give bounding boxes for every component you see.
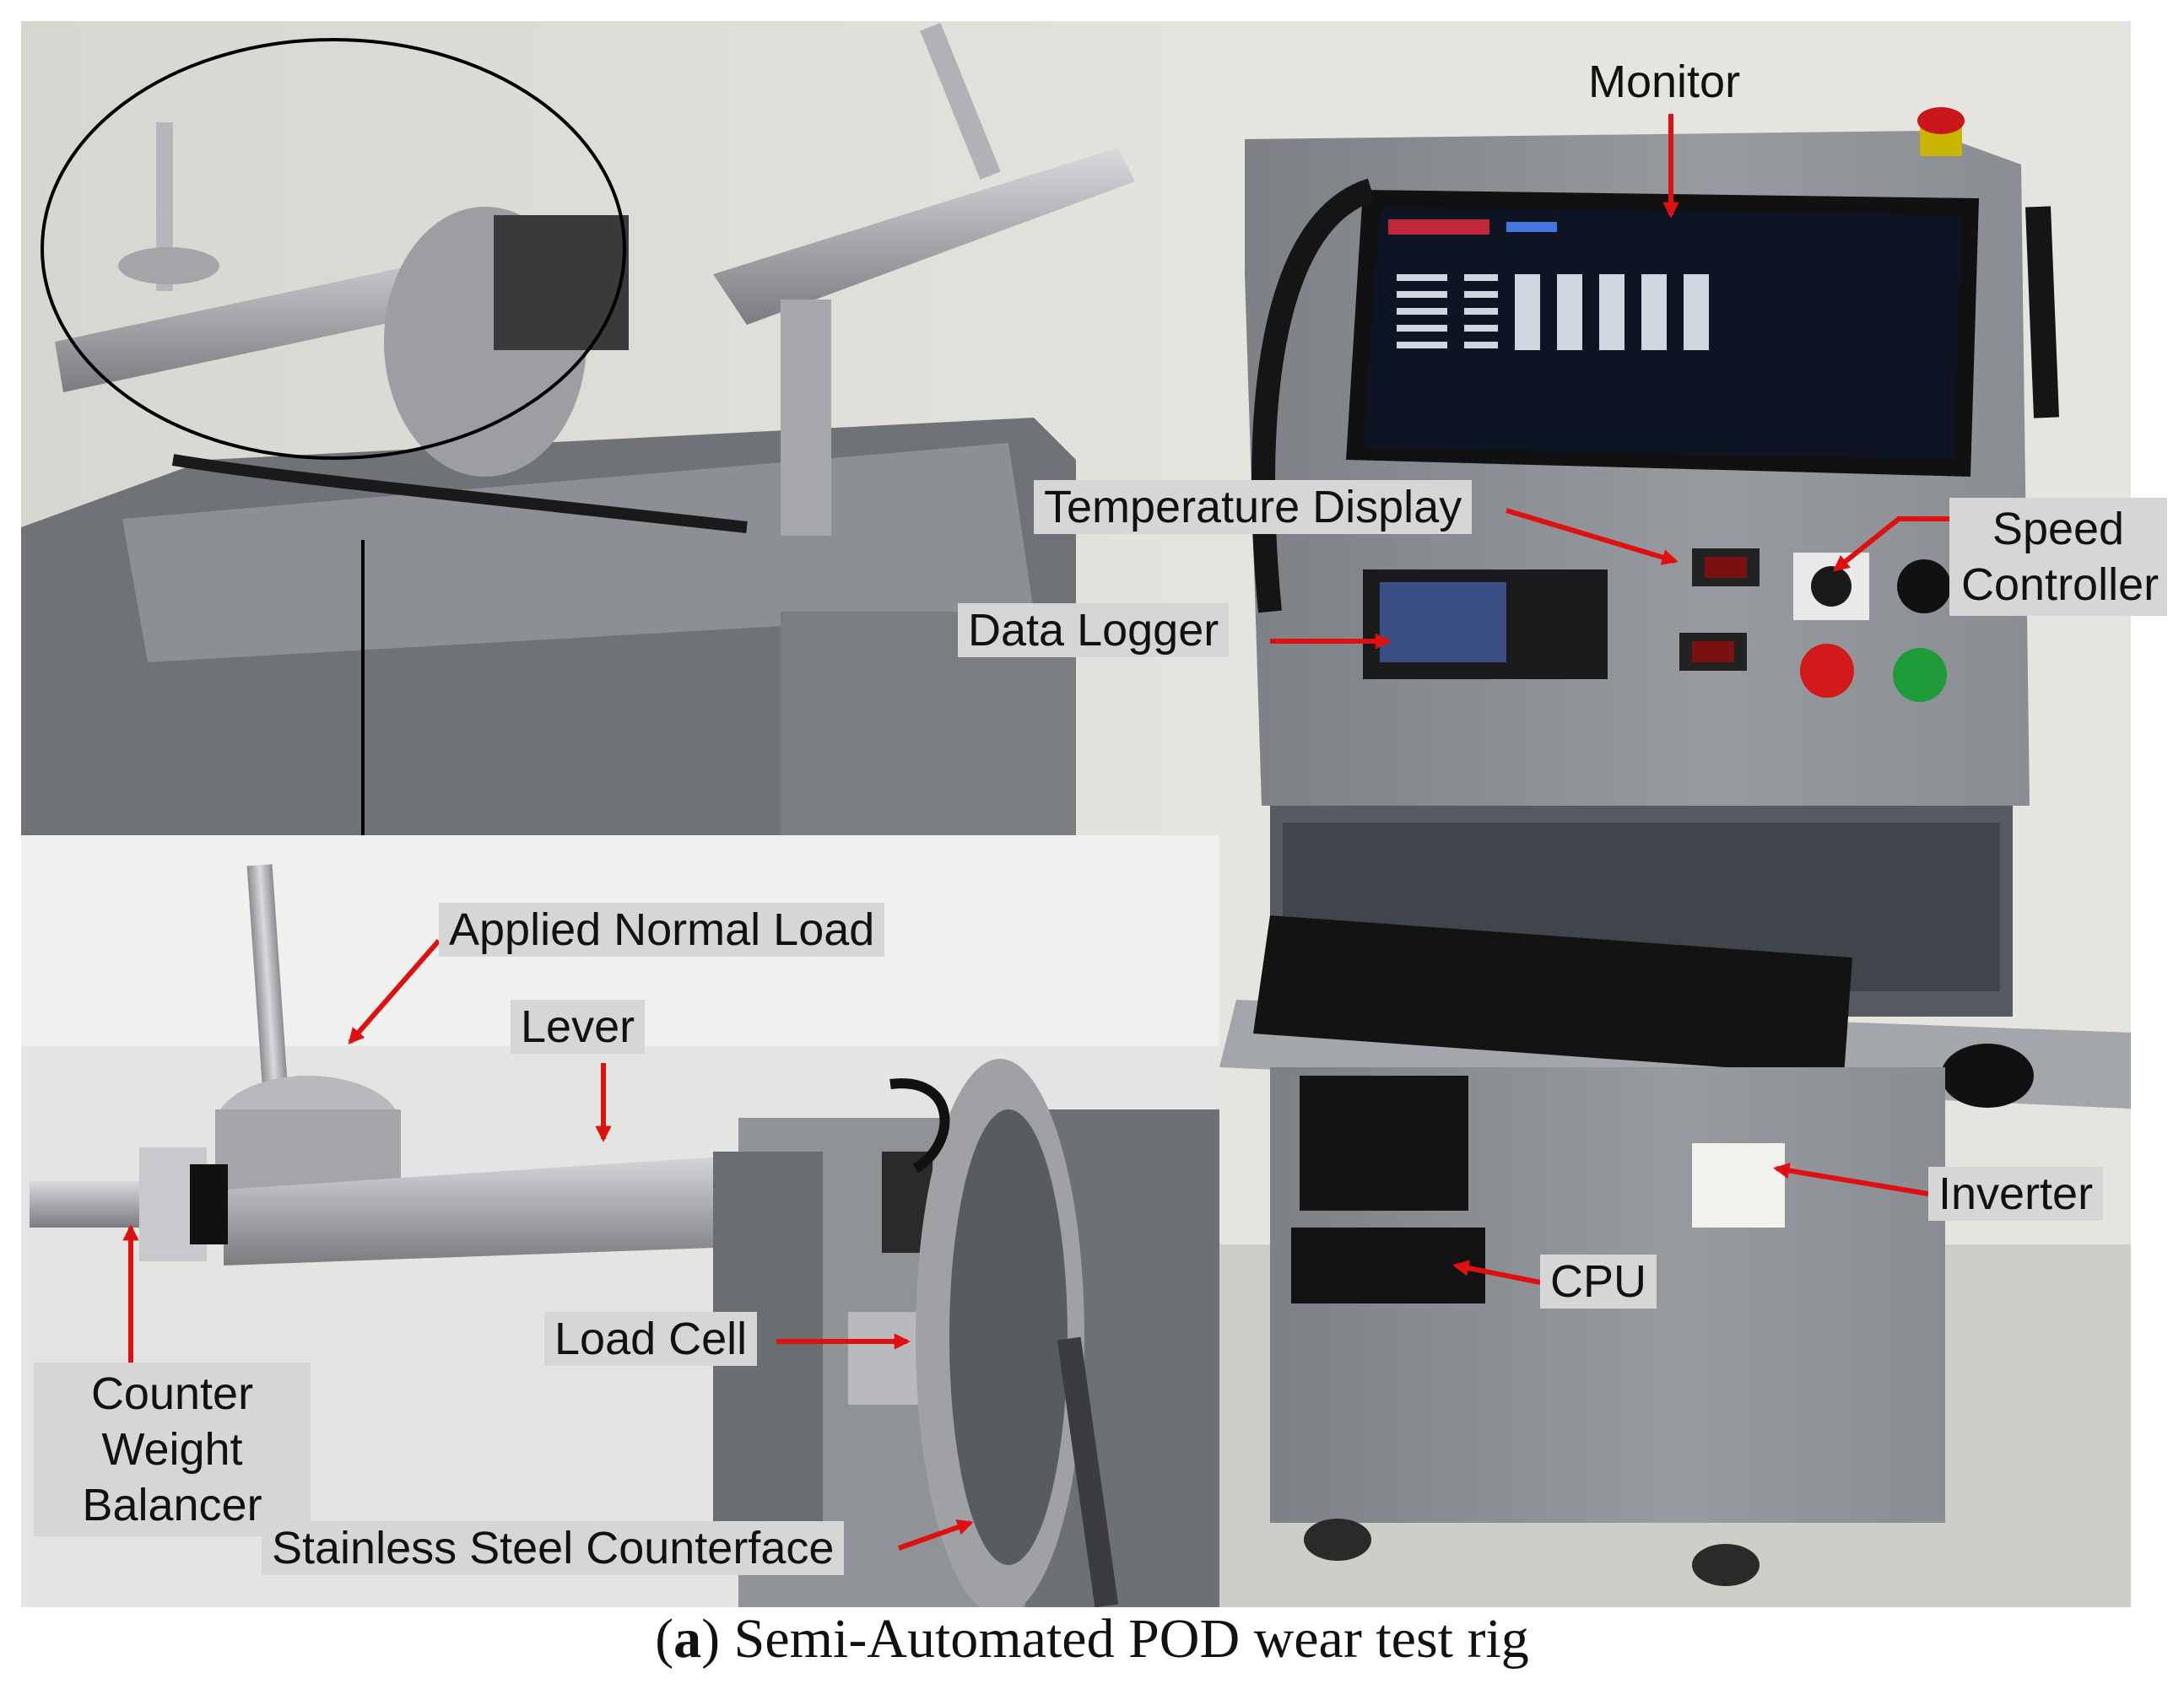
annotation-arrows — [122, 114, 1979, 1551]
control-console — [1219, 107, 2131, 1586]
test-rig-photo — [21, 21, 2131, 1607]
label-counter-weight-line1: Counter — [90, 1368, 254, 1419]
caption-text: Semi-Automated POD wear test rig — [733, 1608, 1529, 1670]
figure-caption: (a) Semi-Automated POD wear test rig — [655, 1608, 1529, 1670]
label-cpu: CPU — [1540, 1255, 1657, 1309]
label-data-logger: Data Logger — [958, 603, 1230, 657]
label-lever: Lever — [511, 1000, 646, 1054]
label-speed-controller: Speed Controller — [1949, 498, 2167, 616]
label-applied-normal-load: Applied Normal Load — [439, 903, 885, 957]
label-speed-controller-line1: Speed — [1992, 504, 2125, 554]
label-counter-weight-line3: Balancer — [82, 1480, 262, 1530]
label-speed-controller-line2: Controller — [1961, 559, 2160, 610]
label-counter-weight-balancer: Counter Weight Balancer — [34, 1363, 311, 1536]
figure: Monitor Temperature Display Speed Contro… — [21, 21, 2167, 1607]
label-load-cell: Load Cell — [544, 1312, 758, 1366]
label-temperature-display: Temperature Display — [1034, 480, 1473, 534]
label-inverter: Inverter — [1928, 1167, 2104, 1221]
zoomed-inset — [21, 835, 1219, 1607]
label-monitor: Monitor — [1588, 57, 1741, 107]
label-counter-weight-line2: Weight — [101, 1424, 243, 1475]
pod-machine — [21, 23, 1135, 856]
caption-tag: a — [673, 1608, 702, 1670]
label-stainless-steel-counterface: Stainless Steel Counterface — [262, 1521, 845, 1575]
